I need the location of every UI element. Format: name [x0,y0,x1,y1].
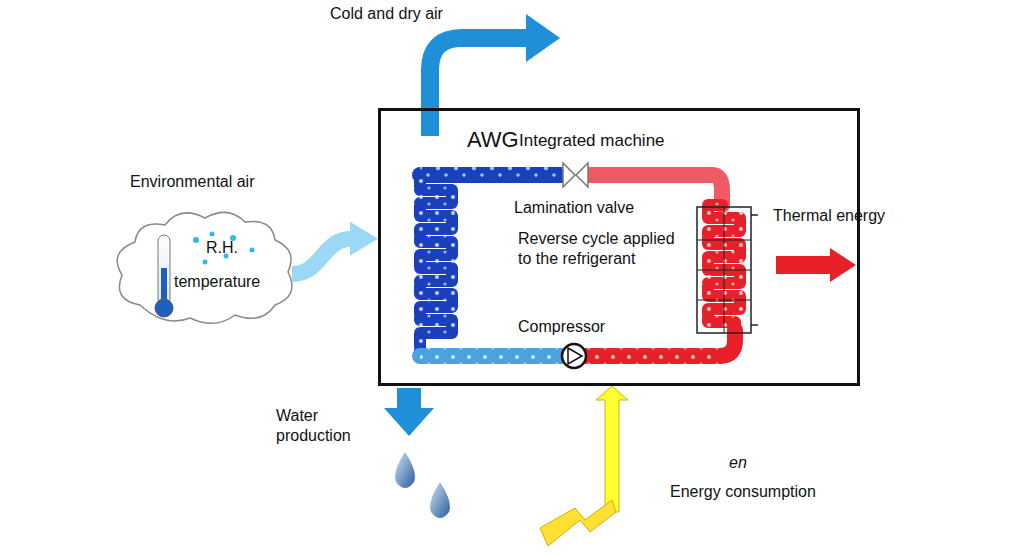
air-flow-arrow [292,222,378,274]
cloud [117,212,292,323]
part-label: Water production [276,406,386,446]
part-label: Cold and dry air [330,4,530,24]
part-label: en [729,453,769,473]
part-label: Thermal energy [773,206,923,226]
part-label: Compressor [518,317,648,337]
node-text: R.H. [206,238,238,257]
air-cloud: Environmental airR.H. temperature [118,172,294,322]
part-label: Energy consumption [670,482,870,502]
node-text: Environmental air [130,172,255,191]
node-text: AWG [467,127,519,153]
node-text: temperature [174,272,260,291]
part-label: Lamination valve [514,198,684,218]
part-label: Reverse cycle applied to the refrigerant [518,229,683,269]
node-text: Integrated machine [519,131,665,151]
